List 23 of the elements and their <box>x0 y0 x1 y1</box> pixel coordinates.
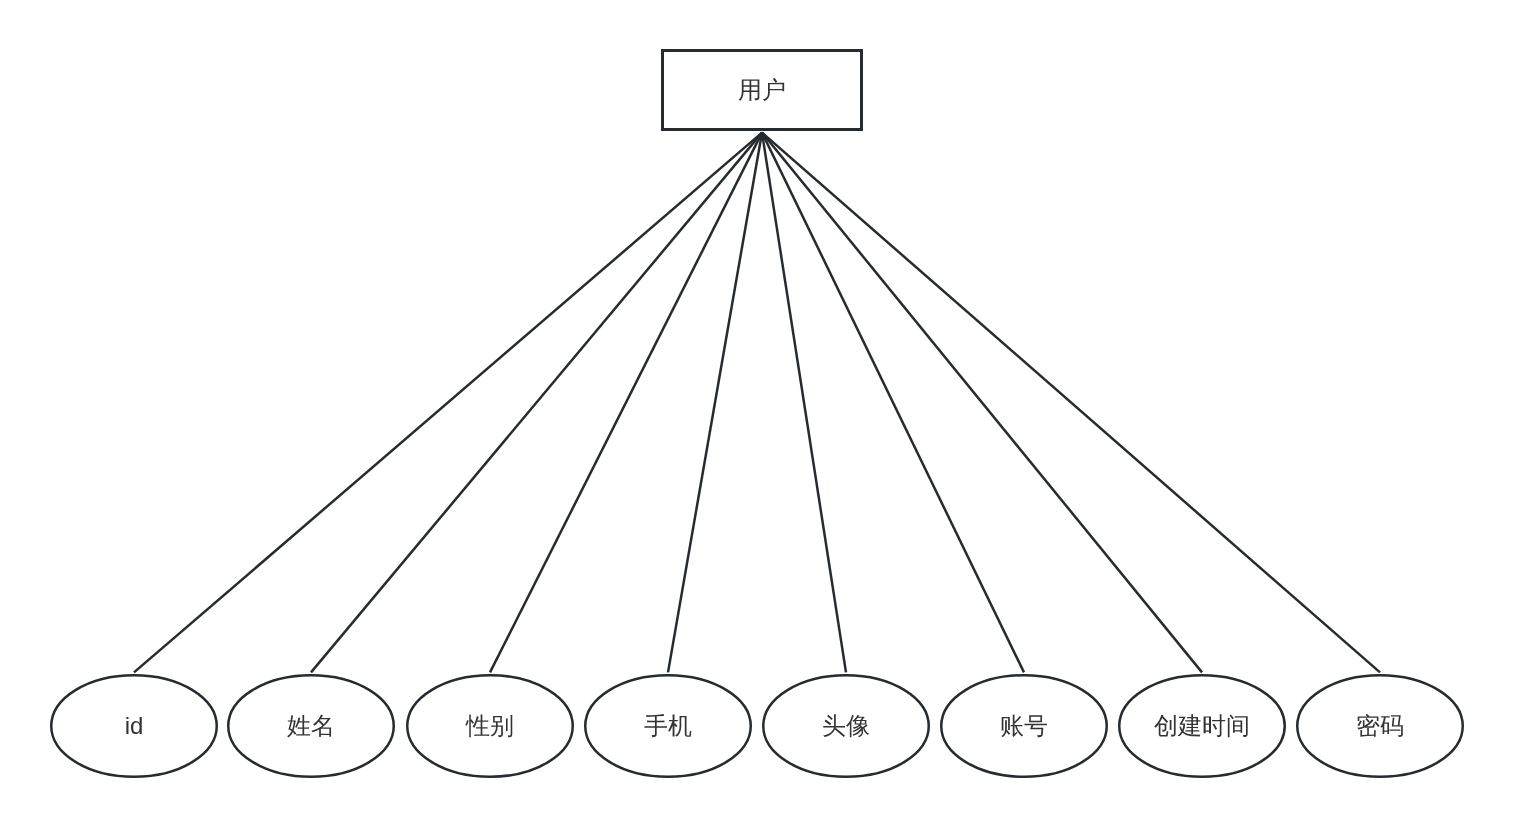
attribute-name: 密码 <box>1356 711 1404 741</box>
entity-name: 用户 <box>738 75 786 105</box>
attribute-name: 姓名 <box>287 711 335 741</box>
attribute-ellipse <box>227 674 395 778</box>
connector-line <box>133 131 763 674</box>
connector-line <box>760 132 1026 673</box>
attribute-name: 创建时间 <box>1154 711 1250 741</box>
attribute-ellipse <box>50 674 218 778</box>
attribute-ellipse <box>406 674 574 778</box>
entity-box <box>661 49 863 131</box>
attribute-ellipse <box>1296 674 1464 778</box>
connector-line <box>488 132 764 673</box>
attribute-name: 账号 <box>1000 711 1048 741</box>
attribute-name: 头像 <box>822 711 870 741</box>
attribute-name: 手机 <box>644 711 692 741</box>
attribute-ellipse <box>584 674 752 778</box>
attribute-ellipse <box>940 674 1108 778</box>
attribute-name: 性别 <box>466 711 514 741</box>
attribute-name: id <box>124 711 144 741</box>
connector-line <box>761 131 1381 674</box>
connector-line <box>310 131 763 674</box>
attribute-ellipse <box>1118 674 1286 778</box>
attribute-ellipse <box>762 674 930 778</box>
